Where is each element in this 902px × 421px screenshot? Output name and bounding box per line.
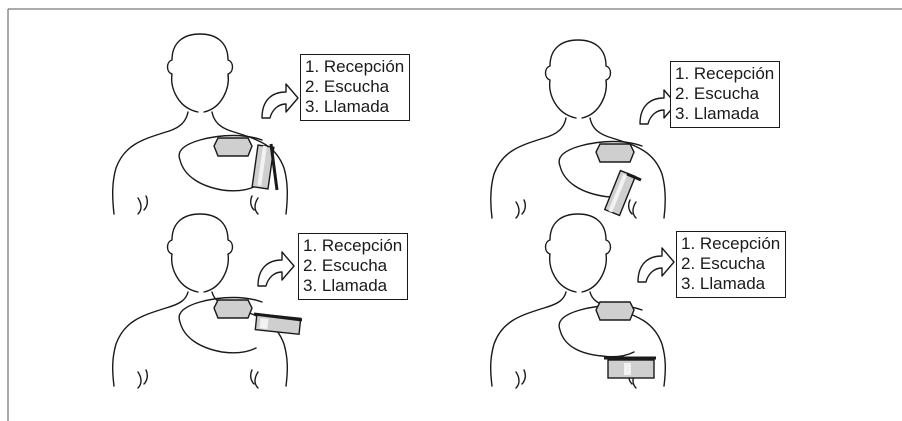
menu-item-recepcion: 1. Recepción: [303, 236, 403, 255]
curved-arrow-icon: [261, 83, 299, 119]
torso-outline: [489, 117, 567, 219]
curved-arrow-icon: [637, 247, 675, 283]
menu-item-escucha: 2. Escucha: [675, 84, 760, 103]
menu-item-llamada: 3. Llamada: [305, 97, 390, 116]
head-outline: [544, 213, 612, 293]
arm-outline: [178, 134, 263, 192]
menu-box-panel-4: 1. Recepción 2. Escucha 3. Llamada: [676, 231, 787, 298]
menu-item-llamada: 3. Llamada: [303, 276, 388, 295]
chest-unit: [595, 143, 635, 163]
menu-item-escucha: 2. Escucha: [681, 254, 766, 273]
menu-box-panel-2: 1. Recepción 2. Escucha 3. Llamada: [670, 61, 781, 128]
menu-item-recepcion: 1. Recepción: [681, 234, 781, 253]
torso-outline: [489, 291, 567, 387]
arm-outline: [178, 296, 263, 354]
curved-arrow-icon: [257, 251, 295, 287]
menu-item-llamada: 3. Llamada: [675, 104, 760, 123]
chest-unit: [213, 299, 253, 319]
menu-item-escucha: 2. Escucha: [303, 256, 388, 275]
handheld-device: [604, 356, 656, 379]
chest-unit: [595, 301, 635, 321]
menu-item-escucha: 2. Escucha: [305, 77, 390, 96]
menu-item-recepcion: 1. Recepción: [675, 64, 775, 83]
torso-outline: [111, 111, 189, 215]
head-outline: [544, 39, 612, 119]
handheld-device: [251, 143, 279, 191]
head-outline: [166, 213, 234, 293]
handheld-device: [603, 169, 642, 217]
menu-item-llamada: 3. Llamada: [681, 274, 766, 293]
torso-outline: [111, 291, 189, 387]
menu-item-recepcion: 1. Recepción: [305, 57, 405, 76]
menu-box-panel-3: 1. Recepción 2. Escucha 3. Llamada: [298, 233, 409, 300]
chest-unit: [213, 137, 253, 157]
handheld-device: [253, 312, 303, 336]
menu-box-panel-1: 1. Recepción 2. Escucha 3. Llamada: [300, 54, 411, 121]
head-outline: [166, 33, 234, 113]
